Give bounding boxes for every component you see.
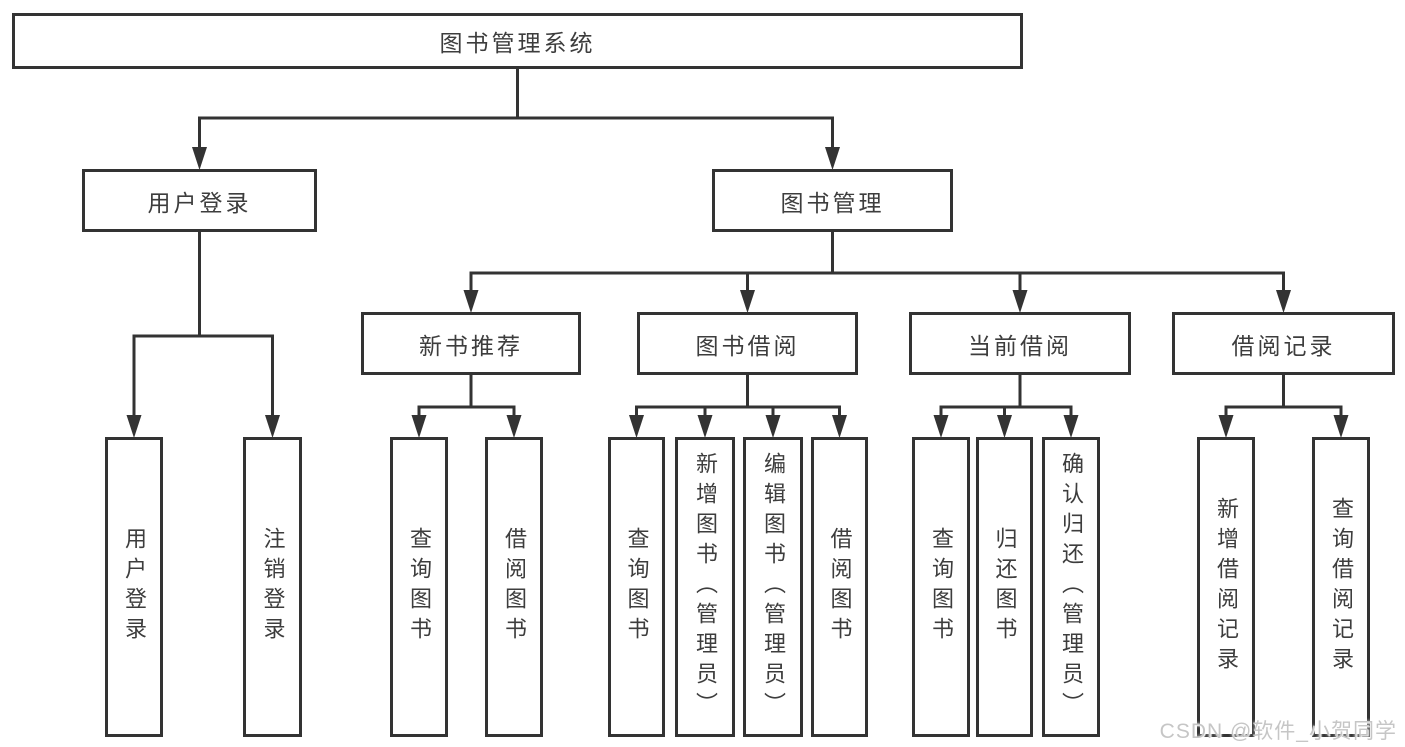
node-label: 借阅图书	[502, 527, 527, 647]
node-label: 图书管理系统	[439, 30, 596, 56]
node-cb-confirm: 确认归还（管理员）	[1042, 437, 1100, 737]
node-book-mgmt: 图书管理	[712, 169, 953, 232]
node-label: 查询图书	[407, 527, 432, 647]
watermark: CSDN @软件_小贺同学	[1159, 720, 1397, 743]
node-borrow-records: 借阅记录	[1172, 312, 1395, 375]
node-bb-add: 新增图书（管理员）	[675, 437, 735, 737]
node-label: 图书管理	[780, 189, 885, 216]
node-current-borrow: 当前借阅	[909, 312, 1131, 375]
node-bb-borrow: 借阅图书	[811, 437, 868, 737]
node-nb-borrow: 借阅图书	[485, 437, 543, 737]
node-label: 查询借阅记录	[1329, 497, 1354, 677]
node-label: 新书推荐	[419, 332, 523, 359]
node-nb-query: 查询图书	[390, 437, 448, 737]
node-label: 编辑图书（管理员）	[761, 452, 786, 722]
node-label: 用户登录	[147, 189, 252, 216]
node-label: 用户登录	[122, 527, 147, 647]
node-cb-query: 查询图书	[912, 437, 970, 737]
node-login: 用户登录	[105, 437, 163, 737]
node-br-query: 查询借阅记录	[1312, 437, 1370, 737]
node-label: 图书借阅	[695, 332, 800, 359]
node-root: 图书管理系统	[12, 13, 1023, 69]
node-new-books: 新书推荐	[361, 312, 581, 375]
node-br-add: 新增借阅记录	[1197, 437, 1255, 737]
node-cb-return: 归还图书	[976, 437, 1033, 737]
node-bb-query: 查询图书	[608, 437, 665, 737]
node-label: 当前借阅	[968, 332, 1072, 359]
node-user-login: 用户登录	[82, 169, 317, 232]
node-label: 借阅记录	[1231, 332, 1336, 359]
node-bb-edit: 编辑图书（管理员）	[743, 437, 803, 737]
node-book-borrow: 图书借阅	[637, 312, 858, 375]
node-label: 注销登录	[260, 527, 286, 647]
node-label: 查询图书	[929, 527, 954, 647]
node-label: 归还图书	[992, 527, 1018, 647]
node-label: 查询图书	[624, 527, 650, 647]
node-label: 确认归还（管理员）	[1059, 452, 1084, 722]
node-logout: 注销登录	[243, 437, 302, 737]
node-label: 新增借阅记录	[1214, 497, 1239, 677]
node-label: 借阅图书	[827, 527, 853, 647]
node-label: 新增图书（管理员）	[693, 452, 718, 722]
